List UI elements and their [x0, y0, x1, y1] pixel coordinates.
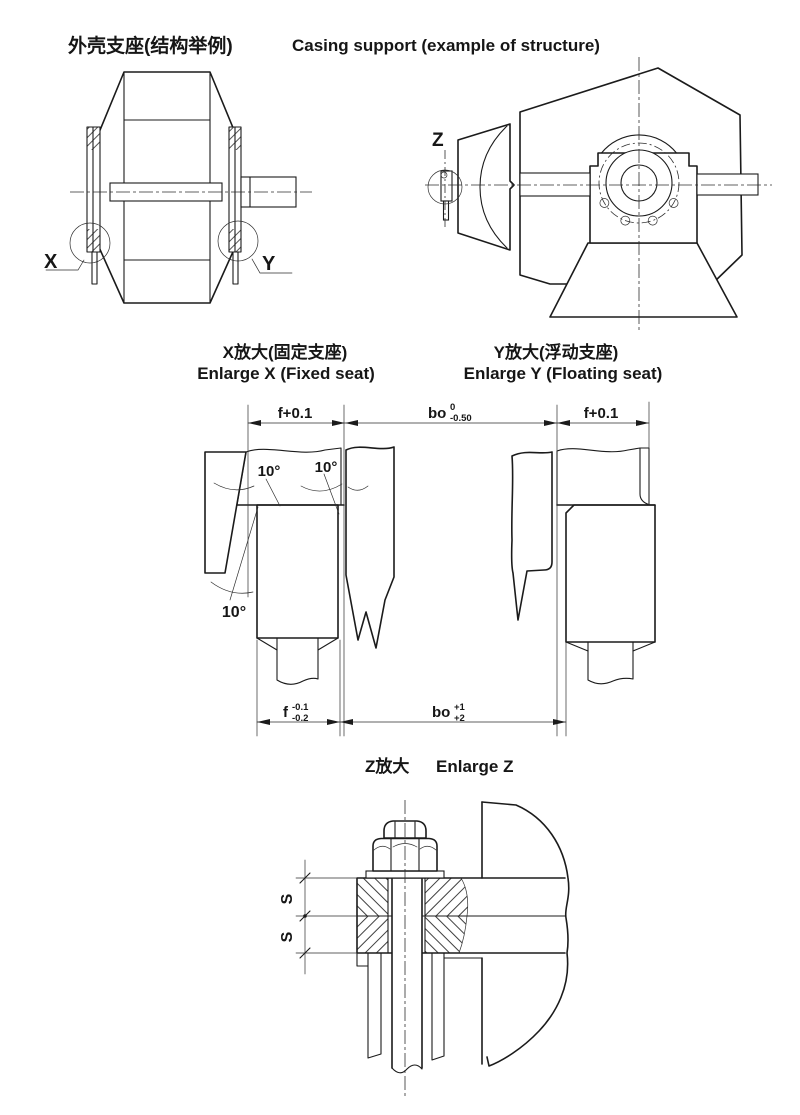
s-dimension-dot	[303, 914, 307, 918]
dome-profile-arc	[479, 125, 508, 249]
dimension-top: f+0.1 bo 0 -0.50 f+0.1	[247, 397, 650, 426]
x-seat-block	[256, 504, 339, 639]
dim-top-bo: bo 0 -0.50	[428, 397, 472, 424]
angle-arcs	[210, 482, 369, 594]
dim-bottom-bo: bo +1 +2	[432, 697, 469, 724]
dim-s-upper: S	[279, 893, 296, 904]
x-bracket	[345, 446, 395, 649]
z-bolt-shaft-fill	[392, 879, 422, 1069]
front-view: X Y	[44, 71, 312, 304]
detail-circle-y	[217, 220, 259, 262]
z-nut-cap-facets	[394, 821, 416, 839]
enlarge-x-view: 10° 10° 10°	[204, 446, 395, 685]
bolt-hole	[620, 215, 631, 226]
bolt-hole	[668, 198, 679, 208]
z-nut-facets	[390, 838, 420, 872]
detail-y-leader	[251, 258, 293, 274]
top-dimension-arrows	[248, 420, 649, 426]
z-plate-hatch-lower-right	[425, 916, 467, 953]
end-cover-plate	[457, 123, 515, 251]
detail-z-label: Z	[432, 130, 444, 151]
detail-x-leader	[45, 259, 85, 271]
shaft-left	[519, 172, 591, 197]
enlarge-x-title-zh: X放大(固定支座)	[223, 342, 348, 362]
angle-label-1: 10°	[258, 463, 281, 480]
dim-top-right-f: f+0.1	[584, 405, 619, 422]
enlarge-z-title-en: Enlarge Z	[436, 757, 513, 776]
y-foot-band	[556, 447, 650, 506]
z-plate-hatch-upper-left	[357, 878, 388, 916]
z-bolt-stud	[442, 200, 450, 221]
x-tongue-chamfers	[256, 637, 339, 651]
z-bolt-shaft-edges	[391, 878, 423, 1069]
bolt-hole	[647, 215, 658, 226]
enlarge-y-title-en: Enlarge Y (Floating seat)	[464, 364, 663, 383]
detail-x-label: X	[44, 251, 58, 273]
angle-label-3: 10°	[222, 604, 246, 621]
angle-leader-lines	[229, 473, 340, 601]
x-seat-tongue	[276, 637, 319, 685]
detail-circle-x	[69, 222, 111, 264]
z-nut-chamfer-arcs	[373, 843, 437, 851]
page-title-en: Casing support (example of structure)	[292, 36, 600, 55]
z-casing-wall-outline	[481, 801, 570, 1067]
y-bracket	[510, 451, 553, 621]
dim-bottom-f: f -0.1 -0.2	[283, 697, 313, 724]
enlarge-y-title-zh: Y放大(浮动支座)	[494, 342, 619, 362]
z-right-sleeve	[431, 952, 445, 1061]
z-plate-step	[356, 952, 369, 967]
y-tongue-chamfers	[565, 641, 656, 652]
right-stud	[232, 251, 239, 285]
z-bolt-hole-walls	[387, 877, 426, 954]
detail-y-label: Y	[262, 253, 276, 275]
enlarge-x-title-en: Enlarge X (Fixed seat)	[197, 364, 375, 383]
x-flange-block	[204, 451, 247, 574]
y-seat-block	[565, 504, 656, 643]
z-bolt-break-line	[391, 1064, 423, 1074]
z-casing-wall-fill	[482, 802, 569, 1066]
page-title-zh: 外壳支座(结构举例)	[68, 34, 233, 57]
angle-label-2: 10°	[315, 459, 338, 476]
dim-s-lower: S	[279, 931, 296, 942]
y-seat-tongue	[587, 641, 634, 685]
enlarge-z-title-zh: Z放大	[365, 756, 409, 776]
left-stud	[91, 251, 98, 285]
z-plate-hatch-upper-right	[425, 878, 468, 916]
side-view: Z	[425, 57, 772, 332]
z-plate-hatch-lower-left	[357, 916, 388, 953]
dimension-bottom: f -0.1 -0.2 bo +1 +2	[256, 697, 567, 725]
z-bolt-body	[440, 170, 453, 202]
left-flange-edges	[86, 126, 101, 253]
bolt-hole	[599, 198, 610, 208]
enlarge-y-view	[510, 447, 656, 685]
z-left-sleeve	[367, 952, 382, 1059]
shaft-right	[696, 173, 759, 196]
extension-lines	[247, 401, 650, 737]
dim-top-left-f: f+0.1	[278, 405, 313, 422]
z-bolt-head	[440, 171, 448, 179]
enlarge-z-view: S S	[279, 800, 570, 1098]
x-foot-band	[236, 447, 342, 506]
